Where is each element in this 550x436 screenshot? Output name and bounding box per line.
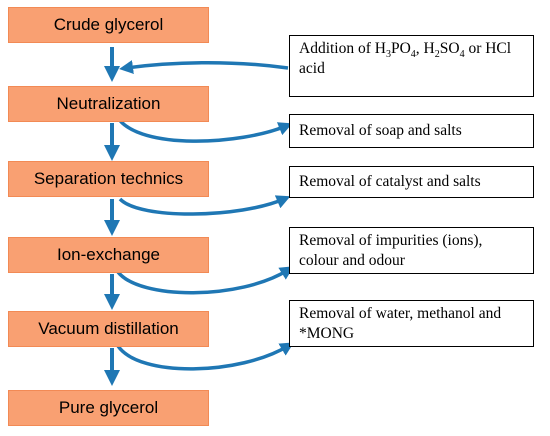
note-acid-text-2: PO: [390, 40, 411, 57]
curved-arrow-soap: [116, 116, 293, 143]
note-acid-text-4: SO: [439, 40, 460, 57]
step-separation-technics: Separation technics: [8, 161, 209, 197]
note-acid-sub-3: 2: [434, 49, 440, 61]
curved-arrow-acid: [119, 60, 289, 74]
step-pure-glycerol: Pure glycerol: [8, 390, 209, 426]
curved-arrow-impurities: [116, 266, 294, 295]
note-impurities: Removal of impurities (ions), colour and…: [289, 227, 534, 274]
note-acid-sub-1: 3: [385, 49, 391, 61]
note-water-methanol-mong: Removal of water, methanol and *MONG: [289, 300, 534, 347]
note-acid-sub-2: 4: [410, 49, 416, 61]
curved-arrow-water: [116, 342, 294, 371]
curved-arrow-catalyst: [118, 195, 291, 216]
note-acid-text-5: or HCl acid: [299, 40, 512, 77]
note-soap-salts: Removal of soap and salts: [289, 114, 534, 148]
step-neutralization: Neutralization: [8, 86, 209, 122]
note-acid-addition: Addition of H3PO4, H2SO4 or HCl acid: [289, 35, 534, 97]
step-vacuum-distillation: Vacuum distillation: [8, 311, 209, 347]
note-acid-text-3: , H: [415, 40, 435, 57]
note-catalyst-salts: Removal of catalyst and salts: [289, 166, 534, 198]
step-ion-exchange: Ion-exchange: [8, 237, 209, 273]
note-acid-text-1: Addition of H: [299, 40, 386, 57]
step-crude-glycerol: Crude glycerol: [8, 7, 209, 43]
note-acid-sub-4: 4: [459, 49, 465, 61]
